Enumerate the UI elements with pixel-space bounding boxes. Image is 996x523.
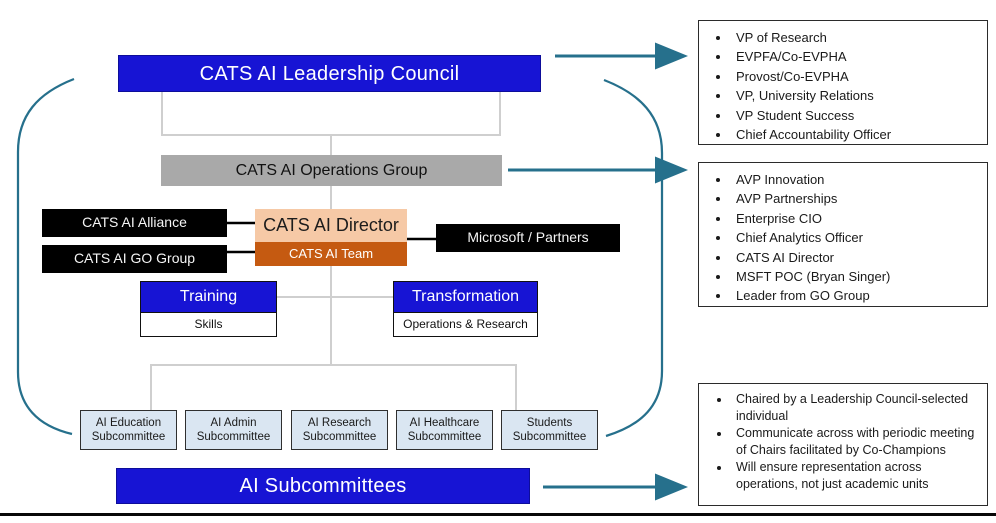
training-box: Training [140, 281, 277, 313]
panel-bullet: Enterprise CIO [731, 209, 981, 228]
subcommittee-label-line2: Subcommittee [407, 431, 482, 443]
subcommittee-label-line1: AI Research [307, 417, 372, 429]
panel-bullet: Chaired by a Leadership Council-selected… [731, 391, 981, 425]
subcommittee-label-line1: Students [526, 417, 573, 429]
panel-bullet: Leader from GO Group [731, 286, 981, 305]
team-box: CATS AI Team [255, 242, 407, 266]
subcommittee-box-ai-education: AI Education Subcommittee [80, 410, 177, 450]
panel-bullet: Chief Analytics Officer [731, 228, 981, 247]
subcommittee-label-line1: AI Admin [210, 417, 257, 429]
skills-box: Skills [140, 313, 277, 337]
subcommittee-box-ai-research: AI Research Subcommittee [291, 410, 388, 450]
panel-bullet: VP of Research [731, 28, 981, 47]
go-group-box: CATS AI GO Group [42, 245, 227, 273]
subcommittee-box-students: Students Subcommittee [501, 410, 598, 450]
subcommittee-box-ai-admin: AI Admin Subcommittee [185, 410, 282, 450]
panel-bullet: EVPFA/Co-EVPHA [731, 47, 981, 66]
panel-bullet: VP, University Relations [731, 86, 981, 105]
transformation-box: Transformation [393, 281, 538, 313]
subcommittee-label-line2: Subcommittee [196, 431, 271, 443]
operations-group-box: CATS AI Operations Group [161, 155, 502, 186]
subcommittee-label-line2: Subcommittee [302, 431, 377, 443]
subcommittee-box-ai-healthcare: AI Healthcare Subcommittee [396, 410, 493, 450]
panel-bullet: AVP Partnerships [731, 189, 981, 208]
leadership-members-panel: VP of Research EVPFA/Co-EVPHA Provost/Co… [698, 20, 988, 145]
subcommittee-label-line1: AI Healthcare [409, 417, 480, 429]
alliance-box: CATS AI Alliance [42, 209, 227, 237]
panel-bullet: MSFT POC (Bryan Singer) [731, 267, 981, 286]
bottom-border-line [0, 513, 996, 516]
operations-members-list: AVP Innovation AVP Partnerships Enterpri… [699, 163, 987, 310]
side-brackets [16, 77, 664, 438]
director-box: CATS AI Director [255, 209, 407, 242]
subcommittee-label-line2: Subcommittee [91, 431, 166, 443]
subcommittee-label-line2: Subcommittee [512, 431, 587, 443]
panel-bullet: Provost/Co-EVPHA [731, 67, 981, 86]
panel-arrows [508, 42, 688, 501]
operations-members-panel: AVP Innovation AVP Partnerships Enterpri… [698, 162, 988, 307]
subcommittees-notes-panel: Chaired by a Leadership Council-selected… [698, 383, 988, 506]
leadership-members-list: VP of Research EVPFA/Co-EVPHA Provost/Co… [699, 21, 987, 148]
leadership-council-box: CATS AI Leadership Council [118, 55, 541, 92]
panel-bullet: VP Student Success [731, 106, 981, 125]
black-connectors [227, 221, 437, 254]
panel-bullet: Communicate across with periodic meeting… [731, 425, 981, 459]
subcommittees-notes-list: Chaired by a Leadership Council-selected… [699, 384, 987, 497]
panel-bullet: AVP Innovation [731, 170, 981, 189]
bracket-right [603, 78, 664, 438]
panel-bullet: Will ensure representation across operat… [731, 459, 981, 493]
microsoft-partners-box: Microsoft / Partners [436, 224, 620, 252]
panel-bullet: Chief Accountability Officer [731, 125, 981, 144]
operations-research-box: Operations & Research [393, 313, 538, 337]
bracket-left [16, 77, 75, 436]
ai-subcommittees-box: AI Subcommittees [116, 468, 530, 504]
subcommittee-label-line1: AI Education [95, 417, 162, 429]
panel-bullet: CATS AI Director [731, 248, 981, 267]
